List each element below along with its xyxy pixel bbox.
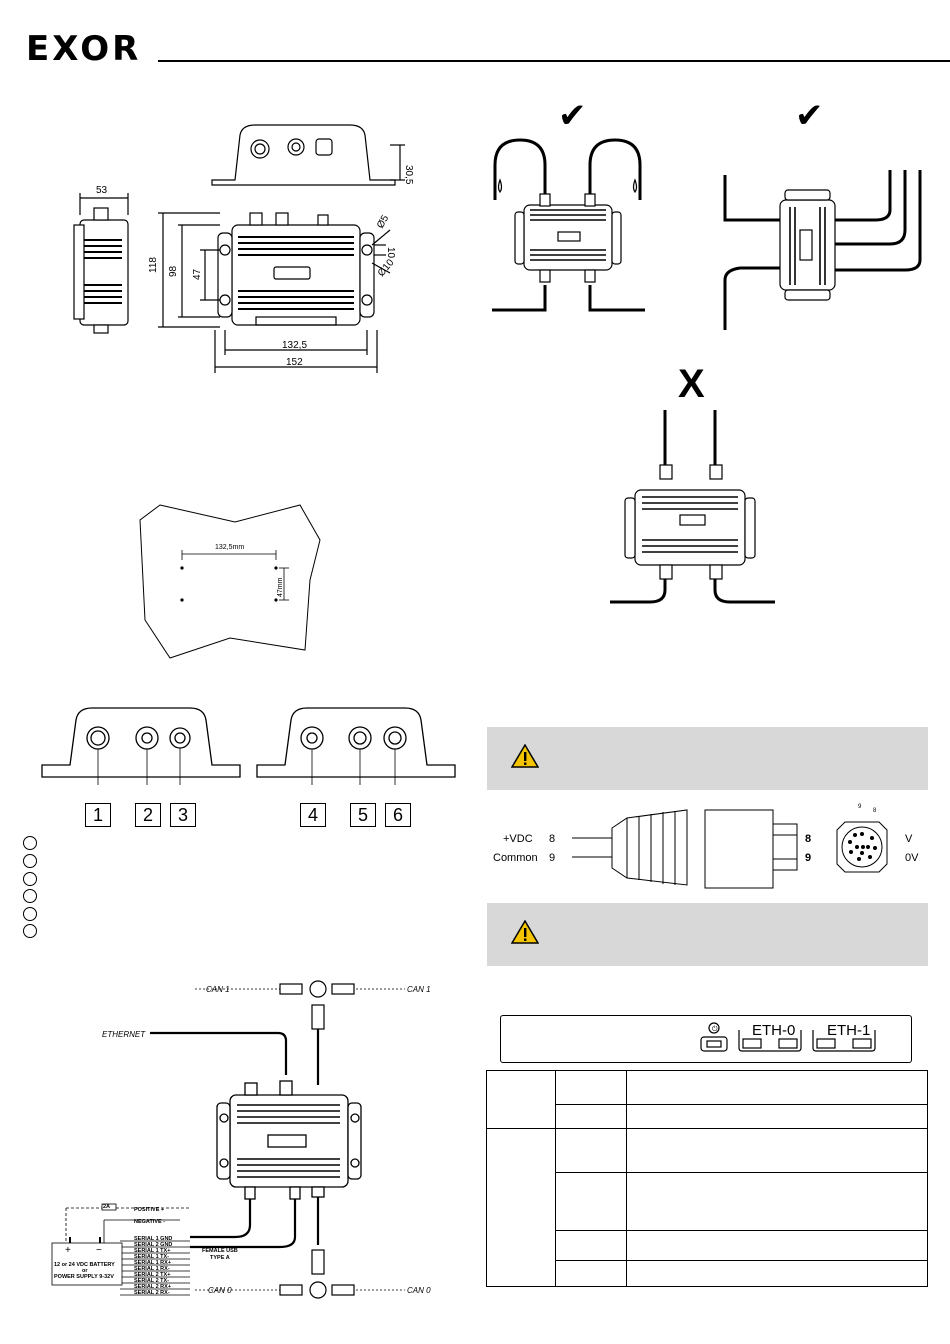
warning-box-2 [487,903,928,966]
fuse-label: 2A [103,1204,110,1210]
pin-8-small: 8 [873,808,877,814]
led-table-cell [626,1128,928,1173]
led-table-cell [555,1128,627,1173]
led-status-table [486,1070,928,1287]
led-table-cell [555,1172,627,1231]
connector-number-1: 1 [85,803,111,827]
serial-line-3: SERIAL 1 TX+ [134,1248,170,1254]
connector-number-6: 6 [385,803,411,827]
common-label: Common [493,852,538,864]
led-table-cell [555,1230,627,1261]
dim-height-mid: 47 [192,268,203,280]
dim-height-top: 30,5 [403,165,414,185]
legend-circle-6 [23,924,37,938]
mounting-template: 132,5mm 47mm [139,504,321,659]
battery-line-3: POWER SUPPLY 9-32V [54,1274,114,1280]
can1-left-label: CAN 1 [206,985,230,994]
legend-circle-5 [23,907,37,921]
exor-logo: EXOR [26,29,142,69]
vdc-pin: 8 [549,833,555,845]
legend-circle-1 [23,836,37,850]
dim-hole-diameter-2: Ø10 [376,257,397,279]
power-icon: ⏻ [712,1025,718,1033]
serial-line-2: SERIAL 2 GND [134,1242,172,1248]
pin-9-small: 9 [858,804,862,810]
common-pin: 9 [549,852,555,864]
right-pin-8: 8 [805,833,811,845]
dim-width-side: 53 [96,185,108,196]
serial-line-10: SERIAL 2 RX- [134,1290,170,1296]
led-table-cell [626,1230,928,1261]
legend-circle-4 [23,889,37,903]
ethernet-label: ETHERNET [102,1030,146,1039]
battery-line-1: 12 or 24 VDC BATTERY [54,1262,115,1268]
right-v-label: V [905,833,913,845]
led-indicators: ⏻ ETH-0 ETH-1 [700,1022,876,1052]
serial-line-4: SERIAL 1 TX- [134,1254,169,1260]
led-table-cell [486,1070,556,1129]
can1-right-label: CAN 1 [407,985,431,994]
warning-icon [511,744,539,768]
led-table-cell [555,1104,627,1129]
serial-line-7: SERIAL 2 TX+ [134,1272,170,1278]
connector-number-4: 4 [300,803,326,827]
led-table-cell [626,1070,928,1105]
cable-routing-illustrations [492,138,922,604]
vdc-label: +VDC [503,833,533,845]
dim-hole-diameter: Ø5 [375,213,391,230]
header-rule [158,60,950,62]
led-panel: ⏻ ETH-0 ETH-1 [500,1015,912,1063]
connector-panels [41,707,456,785]
mount-horizontal-dim: 132,5mm [215,544,244,551]
connector-number-5: 5 [350,803,376,827]
right-0v-label: 0V [905,852,919,864]
warning-box-1 [487,727,928,790]
led-table-cell [626,1260,928,1287]
serial-line-8: SERIAL 2 TX- [134,1278,169,1284]
battery-plus: + [65,1245,71,1256]
negative-label: NEGATIVE - [134,1219,165,1225]
serial-line-6: SERIAL 1 RX- [134,1266,170,1272]
led-table-cell [486,1128,556,1287]
right-pin-9: 9 [805,852,811,864]
connector-number-3: 3 [170,803,196,827]
not-ok-mark: X [678,362,705,406]
legend-circle-3 [23,872,37,886]
dim-width-inner: 132,5 [282,340,307,351]
dim-height-total: 118 [148,257,159,273]
battery-minus: − [96,1245,102,1256]
can0-left-label: CAN 0 [208,1286,232,1295]
serial-line-1: SERIAL 1 GND [134,1236,172,1242]
ok-check-1: ✔ [558,97,587,135]
led-table-cell [626,1172,928,1231]
usb-label-2: TYPE A [210,1255,230,1261]
dim-width-total: 152 [286,357,303,368]
ok-check-2: ✔ [795,97,824,135]
positive-label: POSITIVE + [134,1207,164,1213]
dim-height-inner: 98 [168,265,179,277]
led-table-cell [555,1070,627,1105]
dimension-drawing: 30,5 53 118 98 47 132,5 152 Ø5 10 Ø10 [73,124,414,373]
connector-number-2: 2 [135,803,161,827]
usb-label-1: FEMALE USB [202,1248,238,1254]
can0-right-label: CAN 0 [407,1286,431,1295]
dim-hole-offset: 10 [385,247,396,259]
power-pinout-diagram: +VDC 8 Common 9 8 9 V 0V 9 8 [493,804,919,889]
warning-icon [511,920,539,944]
battery-line-2: or [82,1268,88,1274]
serial-line-9: SERIAL 2 RX+ [134,1284,171,1290]
mount-vertical-dim: 47mm [277,577,284,597]
serial-line-5: SERIAL 1 RX+ [134,1260,171,1266]
legend-circle-2 [23,854,37,868]
led-eth1-label: ETH-1 [827,1022,870,1039]
led-table-cell [626,1104,928,1129]
led-table-cell [555,1260,627,1287]
wiring-diagram: CAN 1 CAN 1 CAN 0 CAN 0 ETHERNET 2A POSI… [51,980,431,1299]
led-eth0-label: ETH-0 [752,1022,795,1039]
